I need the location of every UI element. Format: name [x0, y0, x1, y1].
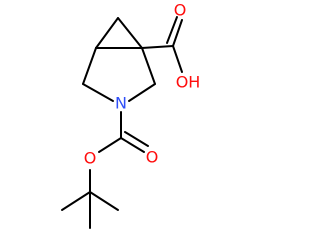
bond-carbonyl-o-double-b	[124, 131, 149, 147]
bond-carbonyl-o-double-a	[120, 137, 145, 153]
bond-carboxyl-c-oh	[172, 45, 183, 73]
bond-cyclopropane-top-right	[117, 17, 143, 49]
bond-cyclopropane-top-left	[95, 17, 119, 49]
atom-label-carbonyl-oxygen: O	[146, 148, 159, 167]
atom-label-hydroxyl: OH	[176, 73, 201, 92]
bond-carboxyl-c-o-double-b	[166, 16, 178, 44]
bond-carboxyl-c-o-double-a	[172, 19, 183, 47]
molecule-diagram: OH O N O O	[61, 1, 201, 229]
bond-ring-right-lower	[128, 83, 156, 102]
bond-tbu-methyl-right	[89, 191, 119, 211]
bond-ring-left-lower	[82, 83, 114, 102]
bond-to-carboxyl-carbon	[141, 45, 174, 49]
atom-label-ester-oxygen: O	[84, 149, 97, 168]
atom-label-acid-oxygen: O	[174, 1, 187, 20]
bond-ring-right-upper	[141, 47, 156, 85]
bond-carbonyl-ester-o	[98, 137, 122, 153]
bond-tbu-methyl-left	[61, 191, 91, 211]
bond-ring-left-upper	[82, 47, 97, 85]
atom-label-nitrogen: N	[115, 94, 127, 113]
